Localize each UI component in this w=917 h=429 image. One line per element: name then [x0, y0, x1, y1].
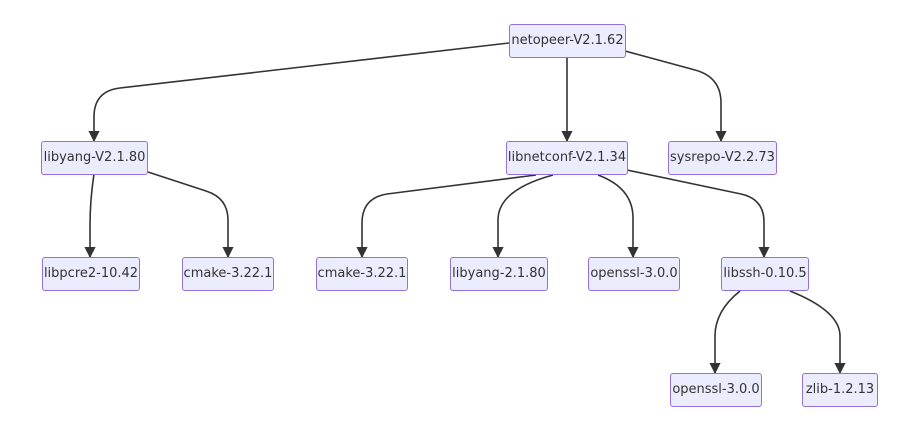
edge-libssh-zlib: [789, 290, 846, 375]
edge-libyang-cmake: [147, 171, 234, 259]
edge-netopeer-sysrepo: [624, 50, 727, 143]
node-libssh: libssh-0.10.5: [721, 257, 809, 291]
edge-libnetconf-openssl: [597, 174, 639, 259]
node-libyang-top: libyang-V2.1.80: [41, 141, 148, 175]
edge-libssh-openssl: [709, 290, 741, 375]
edge-libnetconf-cmake: [356, 174, 537, 259]
edge-libnetconf-libyang: [492, 174, 554, 259]
node-libyang-dep: libyang-2.1.80: [450, 257, 548, 291]
edge-libyang-libpcre2: [84, 173, 96, 259]
node-libnetconf: libnetconf-V2.1.34: [506, 141, 628, 175]
node-cmake-b: cmake-3.22.1: [316, 257, 408, 291]
edge-libnetconf-libssh: [626, 169, 770, 259]
node-cmake-a: cmake-3.22.1: [182, 257, 274, 291]
node-sysrepo: sysrepo-V2.2.73: [668, 141, 777, 175]
node-libpcre2: libpcre2-10.42: [42, 257, 140, 291]
node-netopeer: netopeer-V2.1.62: [509, 24, 626, 58]
node-openssl-a: openssl-3.0.0: [588, 257, 680, 291]
edge-netopeer-libyang: [88, 42, 510, 143]
node-zlib: zlib-1.2.13: [802, 373, 878, 407]
node-openssl-b: openssl-3.0.0: [670, 373, 762, 407]
